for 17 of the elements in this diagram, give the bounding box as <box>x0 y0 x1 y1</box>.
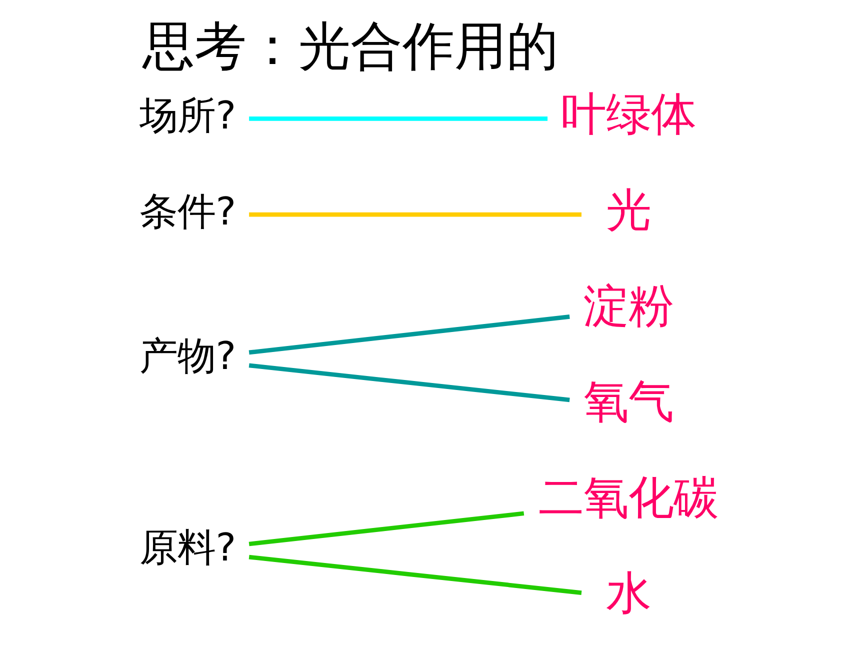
connector <box>248 511 524 546</box>
node-text: 原料? <box>140 525 236 570</box>
connector <box>249 116 548 121</box>
node-text: 氧气 <box>584 375 674 428</box>
connector <box>248 363 570 402</box>
node-text: 条件? <box>140 189 236 234</box>
node-text: 光 <box>606 183 652 236</box>
node-text: 场所? <box>140 93 236 138</box>
node-text: 淀粉 <box>584 279 674 332</box>
node-text: 产物? <box>140 334 236 379</box>
connector <box>249 212 582 217</box>
diagram-title: 思考：光合作用的 <box>142 16 559 77</box>
connector <box>248 554 582 595</box>
connector <box>248 314 570 355</box>
node-text: 二氧化碳 <box>538 470 719 524</box>
node-text: 水 <box>606 566 652 620</box>
node-text: 叶绿体 <box>561 88 696 141</box>
